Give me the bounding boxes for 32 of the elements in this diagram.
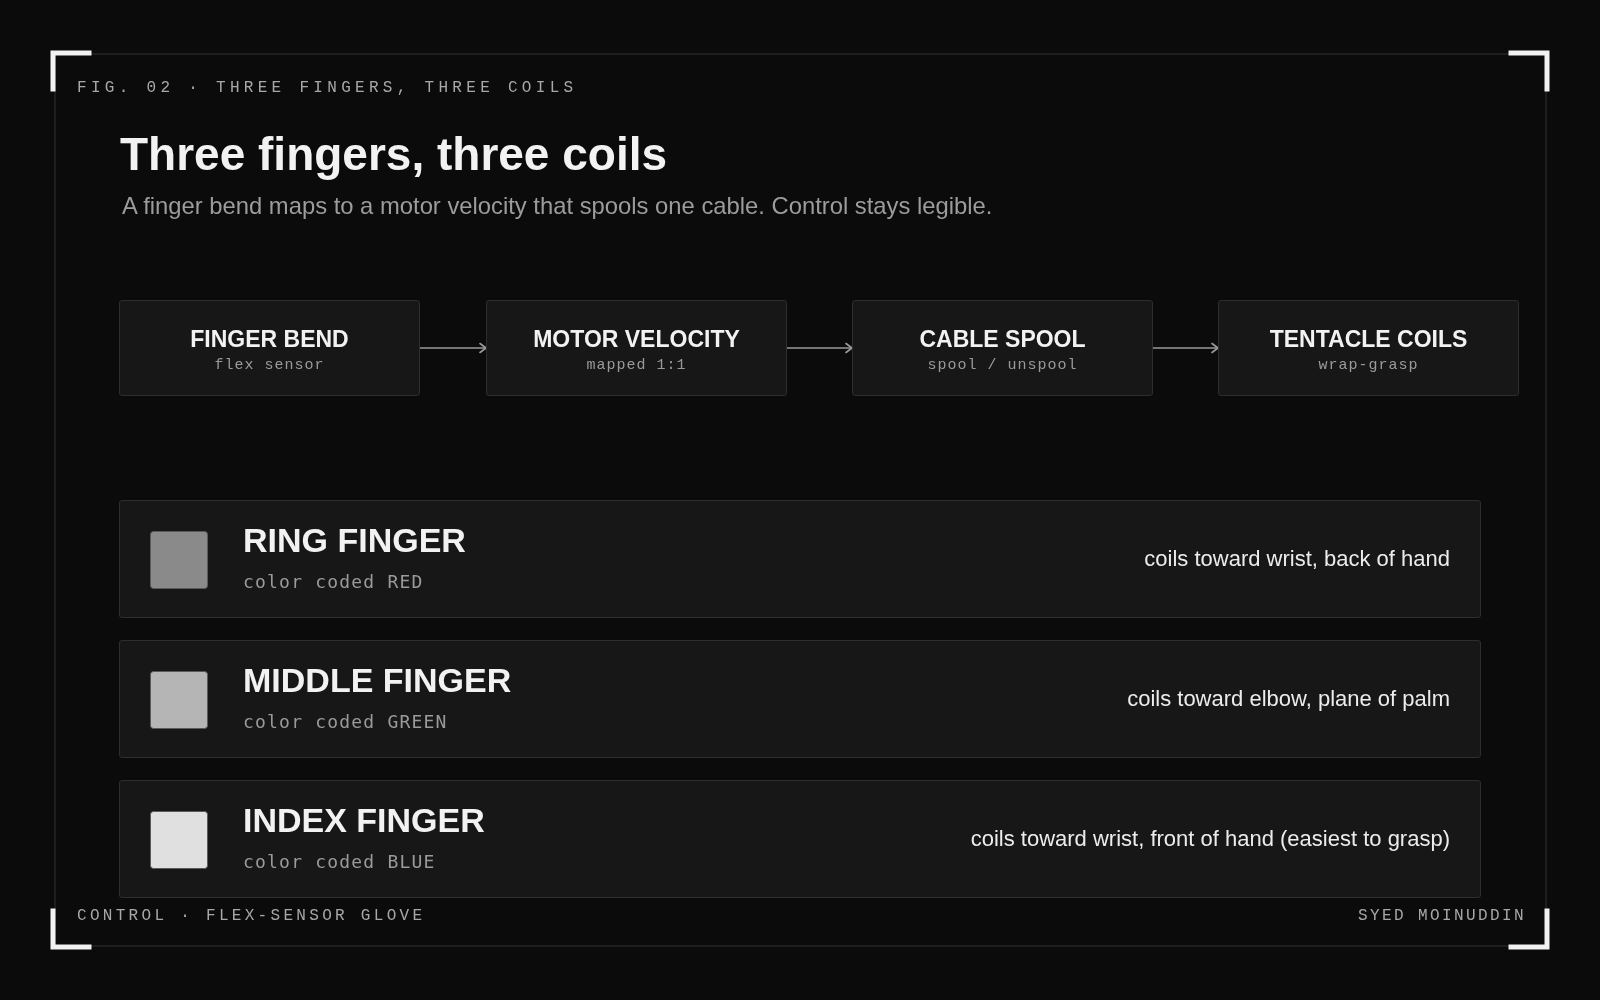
- figure-title: Three fingers, three coils: [120, 127, 668, 181]
- figure-label: FIG. 02 · THREE FINGERS, THREE COILS: [77, 78, 578, 98]
- color-code-text: color coded GREEN: [243, 711, 448, 733]
- step-subtitle: spool / unspool: [927, 357, 1078, 375]
- finger-name: RING FINGER: [243, 521, 466, 560]
- process-box: [1218, 300, 1519, 396]
- arrow: [1152, 342, 1219, 354]
- finger-name: INDEX FINGER: [243, 801, 485, 840]
- figure-subtitle: A finger bend maps to a motor velocity that spools one cable. Control stays legible.: [122, 192, 993, 220]
- coil-direction-text: coils toward wrist, front of hand (easiest to grasp): [970, 826, 1450, 852]
- step-subtitle: wrap-grasp: [1318, 357, 1419, 375]
- finger-card: [119, 500, 1481, 618]
- step-title: MOTOR VELOCITY: [533, 325, 740, 353]
- coil-direction-text: coils toward wrist, back of hand: [1144, 546, 1450, 572]
- arrow: [786, 342, 853, 354]
- step-title: CABLE SPOOL: [919, 325, 1086, 353]
- author-credit: SYED MOINUDDIN: [1357, 906, 1526, 926]
- step-subtitle: mapped 1:1: [586, 357, 687, 375]
- finger-card: [119, 640, 1481, 758]
- process-box: [486, 300, 787, 396]
- color-code-text: color coded BLUE: [243, 851, 436, 873]
- footer-label: CONTROL · FLEX-SENSOR GLOVE: [77, 906, 426, 926]
- process-box: [119, 300, 420, 396]
- step-subtitle: flex sensor: [214, 357, 325, 375]
- color-code-text: color coded RED: [243, 571, 424, 593]
- step-title: FINGER BEND: [190, 325, 349, 353]
- finger-card: [119, 780, 1481, 898]
- finger-name: MIDDLE FINGER: [243, 661, 512, 700]
- step-title: TENTACLE COILS: [1269, 325, 1468, 353]
- coil-direction-text: coils toward elbow, plane of palm: [1127, 686, 1450, 712]
- process-box: [852, 300, 1153, 396]
- arrow: [419, 342, 487, 354]
